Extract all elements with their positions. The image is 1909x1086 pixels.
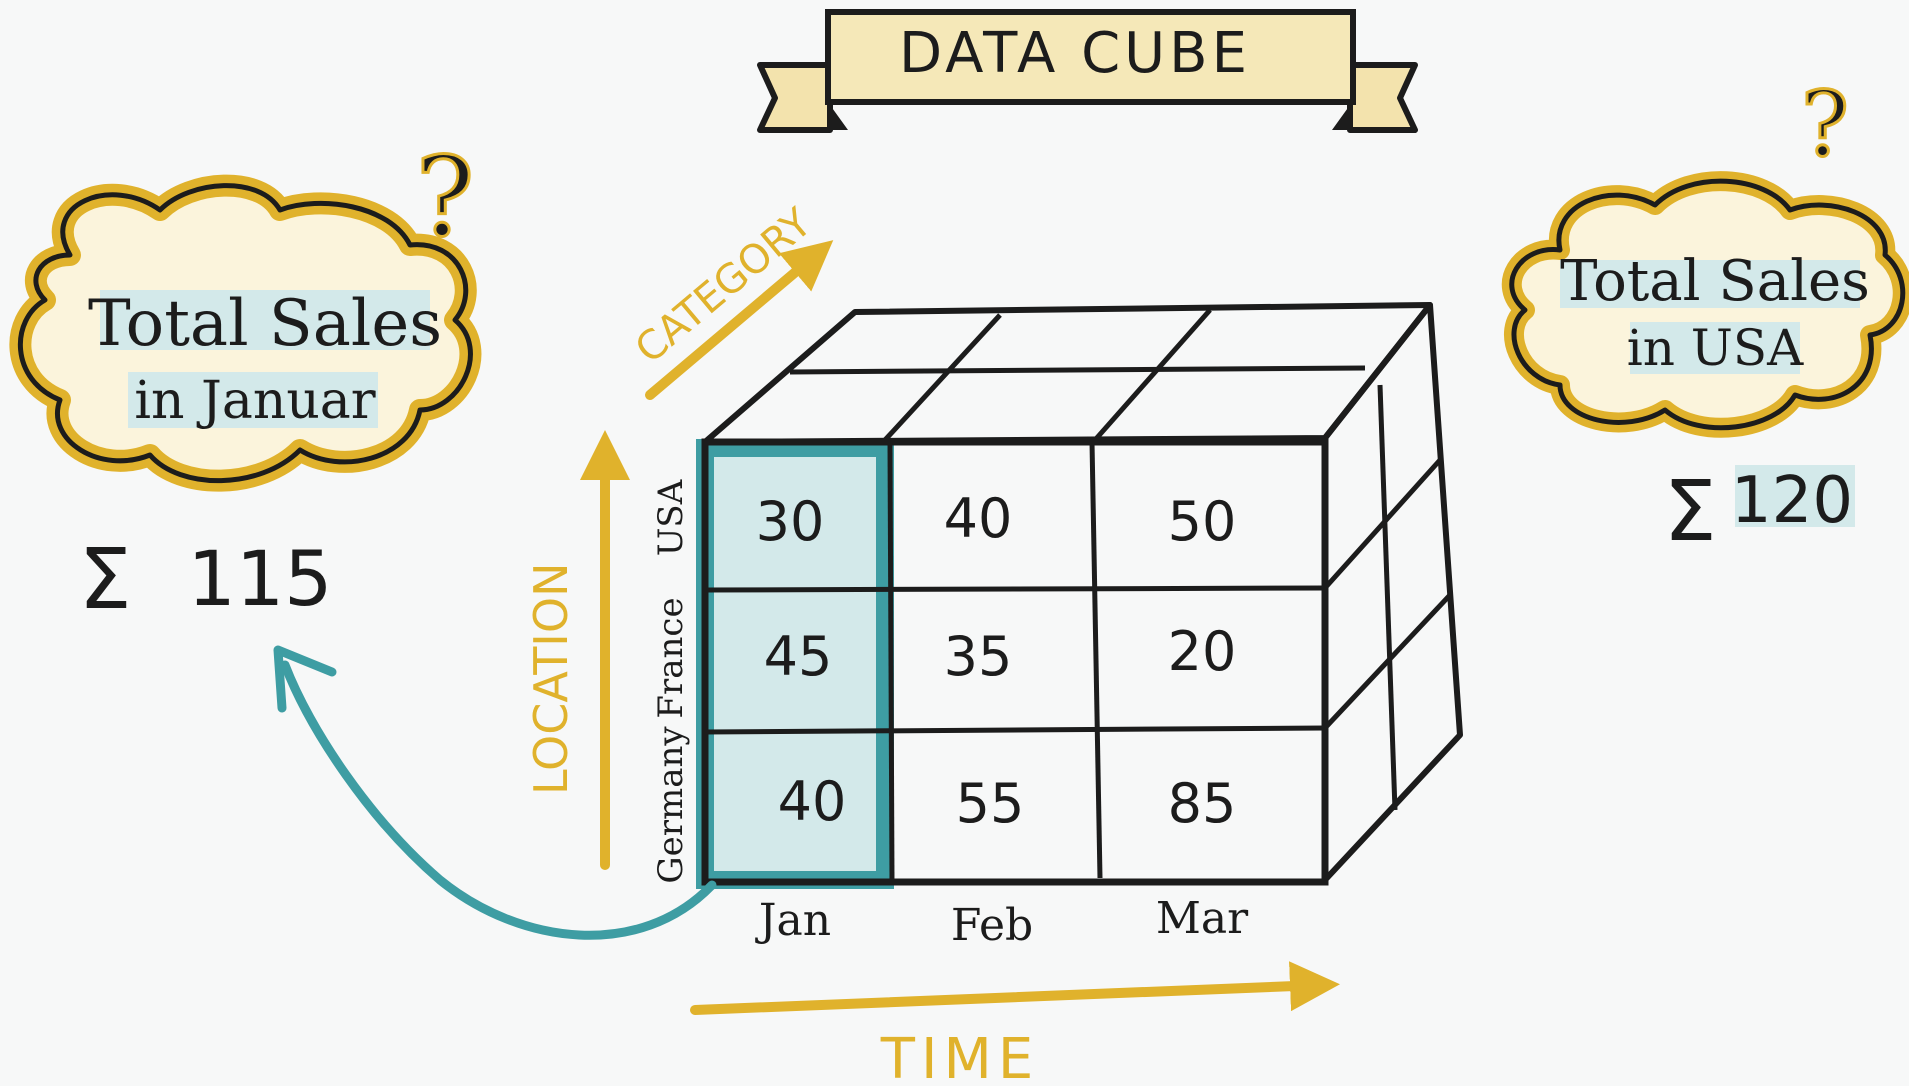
location-label-france: France [651, 597, 691, 718]
cell-usa-mar: 50 [1168, 490, 1237, 553]
cell-usa-feb: 40 [944, 487, 1013, 550]
month-label-feb: Feb [951, 900, 1033, 951]
right-cloud-line1: Total Sales [1560, 249, 1870, 314]
cell-usa-jan: 30 [756, 490, 825, 553]
data-cube [696, 302, 1463, 889]
cell-germany-mar: 85 [1168, 772, 1237, 835]
location-labels: USA France Germany [651, 479, 691, 883]
teal-sum-arrow [273, 645, 717, 940]
right-sum-value: 120 [1731, 464, 1853, 538]
left-sum-symbol: Σ [78, 530, 131, 628]
left-cloud-line2: in Januar [134, 371, 375, 431]
location-label-usa: USA [651, 479, 691, 556]
month-labels: Jan Feb Mar [755, 893, 1249, 951]
location-label-germany: Germany [651, 726, 691, 884]
right-sum: Σ 120 [1663, 462, 1855, 560]
cell-france-feb: 35 [944, 625, 1013, 688]
category-label: CATEGORY [627, 199, 821, 372]
right-sum-symbol: Σ [1663, 462, 1716, 560]
right-cloud-line2: in USA [1627, 319, 1804, 377]
time-axis: TIME [690, 961, 1340, 1086]
cell-france-jan: 45 [764, 625, 833, 688]
left-thought-cloud: Total Sales in Januar [9, 174, 482, 492]
title-text: DATA CUBE [899, 21, 1251, 86]
location-label: LOCATION [524, 563, 578, 796]
left-sum-value: 115 [187, 534, 332, 623]
cube-cells: 30 40 50 45 35 20 40 55 85 [756, 487, 1237, 835]
right-question-mark: ? [1801, 72, 1849, 177]
time-label: TIME [880, 1027, 1039, 1086]
cell-germany-feb: 55 [956, 772, 1025, 835]
location-axis: LOCATION [524, 430, 630, 870]
left-question-mark: ? [416, 133, 475, 261]
left-cloud-line1: Total Sales [88, 287, 442, 361]
cell-germany-jan: 40 [778, 770, 847, 833]
jan-column-highlight [705, 448, 885, 880]
month-label-mar: Mar [1156, 893, 1249, 944]
title-banner: DATA CUBE [757, 9, 1418, 133]
left-sum: Σ 115 [78, 530, 332, 628]
month-label-jan: Jan [755, 895, 831, 946]
right-thought-cloud: Total Sales in USA [1501, 171, 1909, 438]
cell-france-mar: 20 [1168, 620, 1237, 683]
